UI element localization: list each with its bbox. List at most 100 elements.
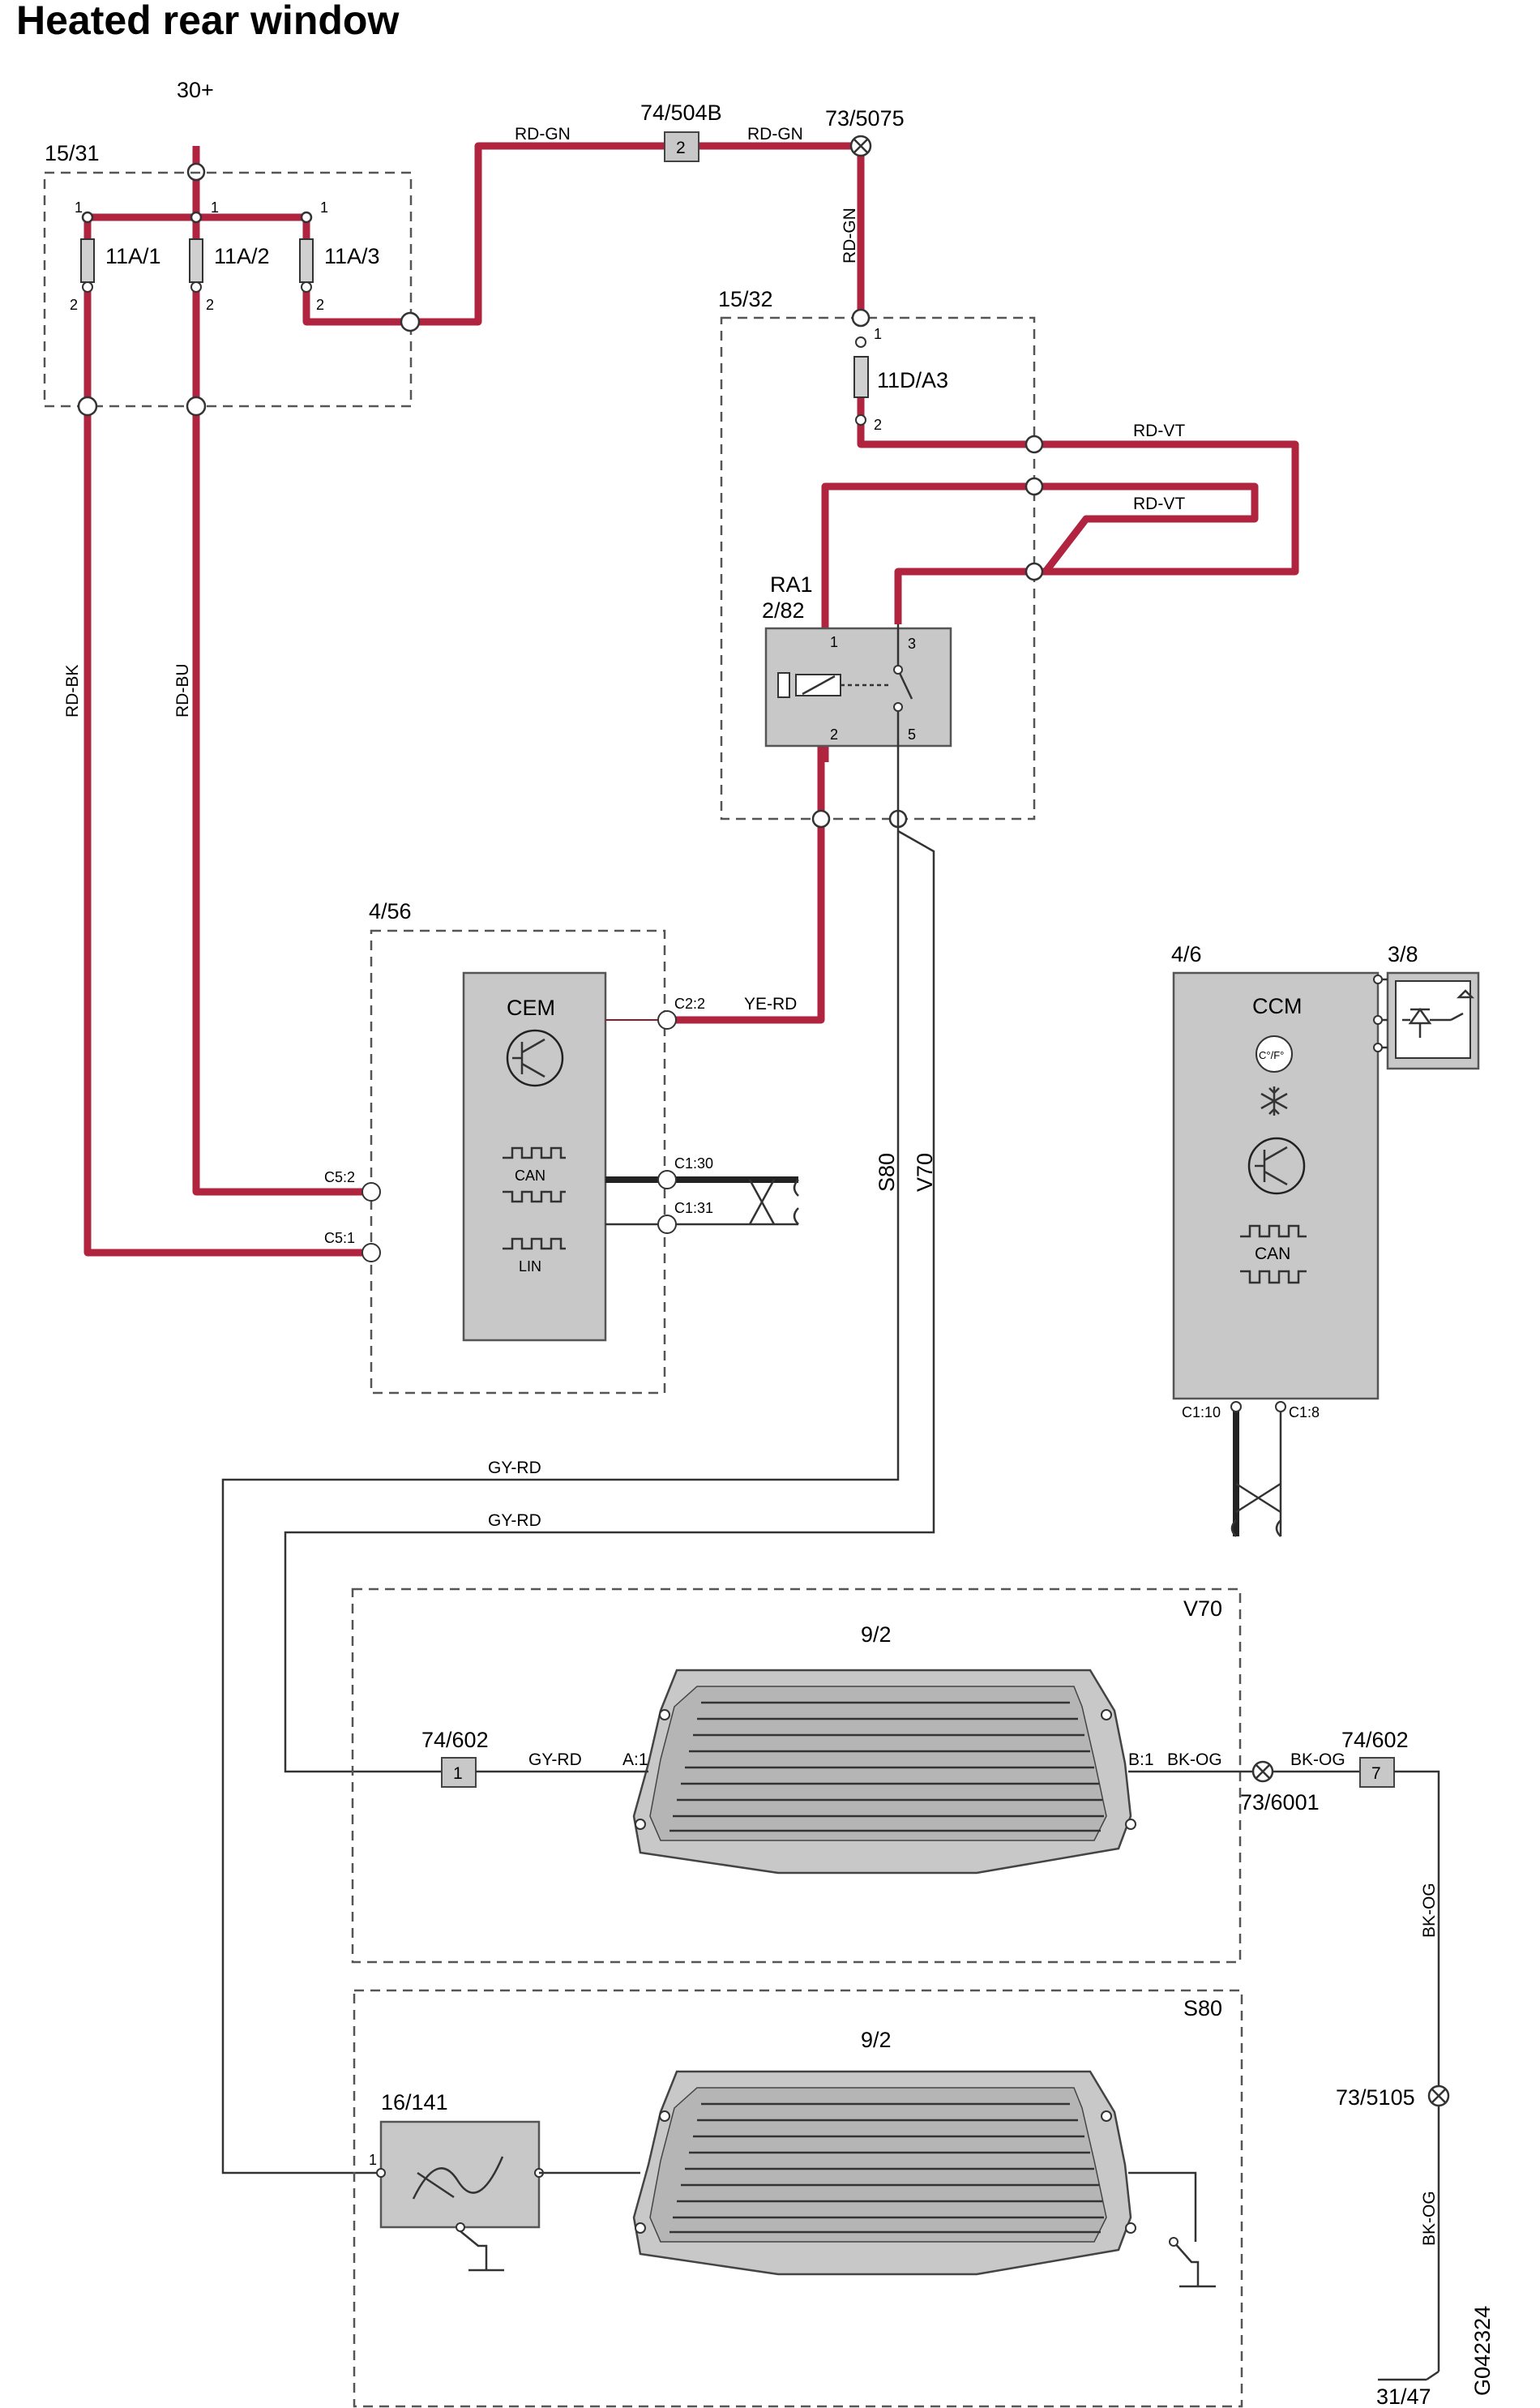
- fuse-pin-label: 1: [874, 326, 882, 342]
- junction: [659, 2110, 670, 2122]
- switch-panel-leads: [1378, 978, 1388, 1049]
- ccm-can-label: CAN: [1255, 1245, 1290, 1263]
- transistor-icon: [506, 1029, 564, 1087]
- cem-pin-c5-2: [361, 1182, 381, 1202]
- s80-box-label: S80: [1183, 1996, 1222, 2020]
- junction: [1373, 1043, 1383, 1052]
- s80-window-label: 9/2: [861, 2028, 892, 2052]
- ground-icon: [1378, 2370, 1439, 2381]
- cem-can-label: CAN: [515, 1168, 545, 1184]
- led-switch-icon: [1395, 980, 1475, 1059]
- ccm-pin-c1-8-label: C1:8: [1289, 1404, 1320, 1420]
- connector-node: [400, 311, 421, 332]
- fuse-box-15-31: [43, 171, 413, 408]
- cem-pin-c2-2-label: C2:2: [674, 996, 705, 1012]
- junction: [855, 336, 866, 348]
- diagram-title: Heated rear window: [16, 0, 399, 43]
- junction: [82, 281, 93, 293]
- wire-label-rd-bk: RD-BK: [63, 665, 82, 718]
- ccm-pin-c1-8: [1275, 1401, 1286, 1412]
- connector-504b: [664, 131, 699, 162]
- v70-connector-left-label: 74/602: [421, 1728, 489, 1752]
- fuse-11a-3-label: 11A/3: [324, 244, 380, 268]
- splice-6001-icon: [1251, 1760, 1274, 1783]
- wire-label-rd-gn-1: RD-GN: [515, 125, 571, 144]
- v70-pin-a1: A:1: [622, 1750, 648, 1769]
- connector-504b-label: 74/504B: [640, 101, 722, 125]
- junction: [301, 281, 312, 293]
- junction: [893, 665, 903, 675]
- cem-box-label: 4/56: [369, 899, 412, 923]
- fuse-11d-a3-label: 11D/A3: [877, 368, 948, 392]
- s80-box: [353, 1989, 1243, 2408]
- connector-node: [1025, 562, 1044, 581]
- filter-icon: [412, 2156, 504, 2200]
- v70-wire-label-gy-rd: GY-RD: [528, 1750, 582, 1769]
- connector-node: [811, 809, 831, 829]
- snowflake-icon: [1260, 1086, 1288, 1116]
- cem-pin-c1-31-label: C1:31: [674, 1200, 713, 1216]
- v70-window-label: 9/2: [861, 1622, 892, 1647]
- junction: [1101, 1709, 1112, 1720]
- fuse-pin-label: 1: [211, 199, 219, 216]
- ccm-can-waveform-icon: [1240, 1224, 1307, 1284]
- ccm-transistor-icon: [1247, 1137, 1306, 1195]
- relay-ref: RA1: [770, 572, 813, 597]
- junction: [376, 2168, 386, 2178]
- ground-label: 31/47: [1376, 2384, 1431, 2408]
- junction: [1125, 1819, 1136, 1830]
- s80-filter-pin: 1: [369, 2152, 377, 2168]
- fuse-11a-2-label: 11A/2: [214, 244, 270, 268]
- v70-box: [351, 1587, 1242, 1964]
- ccm-name: CCM: [1252, 994, 1303, 1018]
- cem-pin-c5-1-label: C5:1: [324, 1230, 355, 1246]
- fuse-11a-3: 1 2 11A/3: [299, 199, 380, 313]
- v70-connector-right: [1359, 1757, 1395, 1788]
- fuse-box-15-32-label: 15/32: [718, 287, 773, 311]
- s80-filter-label: 16/141: [381, 2090, 448, 2114]
- cem-pin-c1-30-label: C1:30: [674, 1155, 713, 1172]
- v70-heated-window: [632, 1669, 1132, 1875]
- junction: [190, 281, 202, 293]
- twisted-pair-icon: [748, 1179, 799, 1225]
- connector-node: [77, 396, 98, 417]
- signal-wire-s80: [221, 754, 900, 2174]
- fuse-pin-label: 2: [70, 297, 78, 313]
- relay-pin-3: 3: [908, 636, 916, 652]
- relay-pin-5: 5: [908, 726, 916, 743]
- signal-wire-v70: [284, 829, 935, 1773]
- junction: [635, 2222, 646, 2234]
- junction: [1101, 2110, 1112, 2122]
- relay-id: 2/82: [762, 598, 805, 623]
- drawing-id: G042324: [1470, 2306, 1495, 2396]
- can-waveform-icon: [503, 1146, 566, 1203]
- v70-pin-b1: B:1: [1128, 1750, 1154, 1769]
- wire-label-bk-og-3: BK-OG: [1420, 1883, 1439, 1938]
- fuse-pin-label: 1: [320, 199, 328, 216]
- fuse-11a-1-label: 11A/1: [105, 244, 161, 268]
- cem-pin-c5-2-label: C5:2: [324, 1169, 355, 1185]
- relay-pin-2: 2: [830, 726, 838, 743]
- v70-connector-right-pin: 7: [1371, 1764, 1381, 1783]
- junction: [1125, 2222, 1136, 2234]
- relay-2-82: [764, 627, 952, 748]
- connector-node: [851, 308, 871, 328]
- junction: [855, 414, 866, 426]
- fuse-pin-label: 2: [316, 297, 324, 313]
- cem-box: [370, 929, 666, 1395]
- temperature-icon: [1256, 1035, 1293, 1073]
- cem-name: CEM: [507, 996, 555, 1020]
- junction: [893, 702, 903, 712]
- variant-label-v70: V70: [913, 1153, 937, 1192]
- relay-coil: [777, 672, 790, 698]
- fuse-pin-label: 2: [206, 297, 214, 313]
- variant-label-s80: S80: [875, 1153, 899, 1192]
- lin-waveform-icon: [503, 1237, 566, 1250]
- s80-heated-window: [632, 2070, 1132, 2276]
- junction: [1373, 1015, 1383, 1025]
- wire-label-rd-gn-2: RD-GN: [747, 125, 803, 144]
- v70-connector-right-label: 74/602: [1341, 1728, 1409, 1752]
- fuse-pin-label: 2: [874, 417, 882, 433]
- splice-6001-label: 73/6001: [1240, 1790, 1320, 1815]
